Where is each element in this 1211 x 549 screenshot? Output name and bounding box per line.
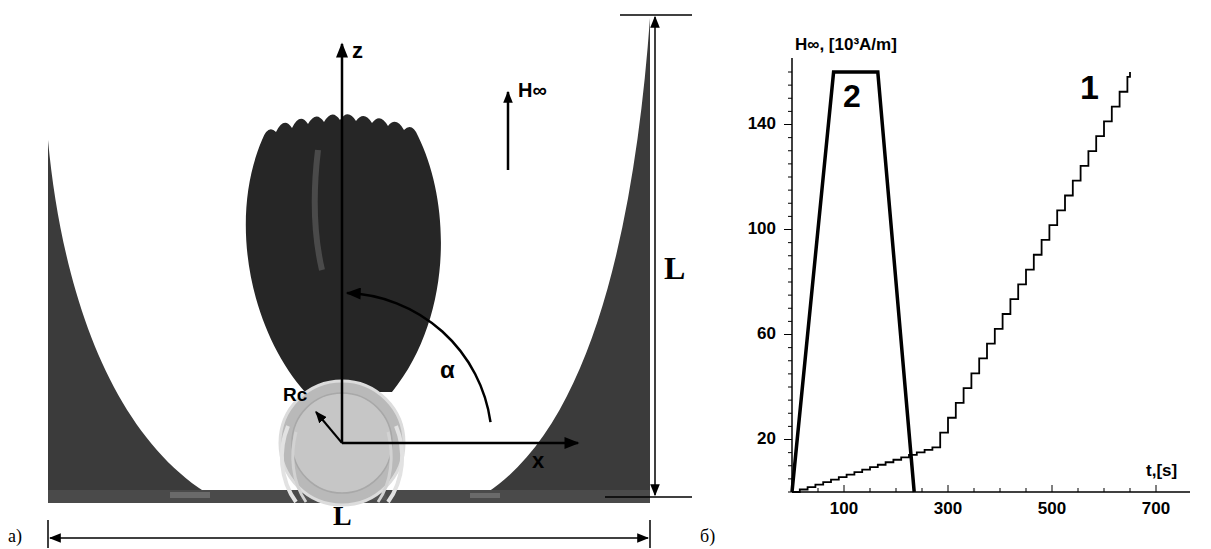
y-tick: [788, 373, 792, 374]
t-tick: [844, 485, 845, 492]
axis-name: z: [352, 40, 363, 62]
y-tick: [788, 413, 792, 414]
left-meniscus: [48, 140, 205, 503]
tick-label: 100: [726, 220, 776, 237]
drop-highlight: [315, 150, 322, 270]
dimension-tick: [620, 14, 692, 16]
angle-name: α: [440, 358, 455, 382]
y-tick: [788, 111, 792, 112]
t-tick: [922, 488, 923, 492]
dimension-tick: [47, 520, 49, 548]
axis-title: t,[s]: [1146, 462, 1177, 479]
tick-label: 140: [726, 115, 776, 132]
right-meniscus: [488, 18, 650, 503]
tick-label: 500: [1022, 500, 1082, 517]
y-tick: [788, 295, 792, 296]
dimension-label: L: [333, 502, 352, 530]
y-tick: [788, 308, 792, 309]
y-tick: [788, 347, 792, 348]
t-tick: [1026, 488, 1027, 492]
photo-ground: [48, 15, 650, 503]
y-tick: [788, 137, 792, 138]
tick-label: 300: [918, 500, 978, 517]
y-tick: [788, 478, 792, 479]
ferrofluid-drop: [246, 114, 441, 392]
y-tick: [788, 203, 792, 204]
y-tick: [788, 85, 792, 86]
y-tick: [788, 452, 792, 453]
panel-letter: a): [8, 527, 22, 545]
y-tick: [788, 282, 792, 283]
dimension-tick: [649, 520, 651, 548]
tick-label: 100: [814, 500, 874, 517]
t-tick: [818, 488, 819, 492]
y-tick: [788, 268, 792, 269]
bottom-patch: [170, 492, 210, 498]
y-tick: [788, 190, 792, 191]
y-tick: [784, 229, 792, 230]
t-tick: [1052, 485, 1053, 492]
curve-2: [792, 72, 914, 492]
t-tick: [896, 488, 897, 492]
y-tick: [784, 439, 792, 440]
y-tick: [788, 177, 792, 178]
y-axis: [791, 58, 793, 492]
dimension-line: [50, 537, 648, 539]
z-axis: [341, 44, 344, 443]
tube: [293, 432, 306, 502]
tick-label: 700: [1126, 500, 1186, 517]
y-tick: [788, 426, 792, 427]
y-tick: [788, 72, 792, 73]
radius-arrow: [316, 412, 342, 443]
dimension-tick: [605, 496, 692, 498]
field-arrow: [507, 92, 510, 170]
y-tick: [788, 98, 792, 99]
y-tick: [788, 400, 792, 401]
angle-arc: [347, 293, 490, 422]
y-tick: [788, 321, 792, 322]
curve-number: 1: [1080, 70, 1099, 104]
y-tick: [784, 334, 792, 335]
t-tick: [948, 485, 949, 492]
t-tick: [1104, 488, 1105, 492]
dimension-label: L: [664, 252, 685, 284]
t-tick: [1000, 488, 1001, 492]
y-tick: [788, 465, 792, 466]
axis-name: x: [532, 450, 544, 472]
curve-number: 2: [843, 80, 861, 112]
t-tick: [870, 488, 871, 492]
y-tick: [788, 360, 792, 361]
tick-label: 60: [726, 325, 776, 342]
y-tick: [788, 216, 792, 217]
y-tick: [788, 255, 792, 256]
tick-label: 20: [726, 430, 776, 447]
panel-letter: б): [700, 527, 715, 545]
t-tick: [1156, 485, 1157, 492]
y-tick: [784, 124, 792, 125]
dimension-line: [654, 17, 656, 495]
t-tick: [974, 488, 975, 492]
t-tick: [1078, 488, 1079, 492]
radius-name: Rc: [283, 385, 307, 404]
y-tick: [788, 163, 792, 164]
y-tick: [788, 242, 792, 243]
x-axis: [342, 442, 578, 445]
bottom-patch: [470, 493, 500, 498]
field-name: H∞: [518, 80, 547, 100]
y-tick: [788, 150, 792, 151]
y-tick: [788, 387, 792, 388]
axis-title: H∞, [10³A/m]: [795, 36, 897, 53]
curve-1: [792, 72, 1130, 492]
t-tick: [1130, 488, 1131, 492]
